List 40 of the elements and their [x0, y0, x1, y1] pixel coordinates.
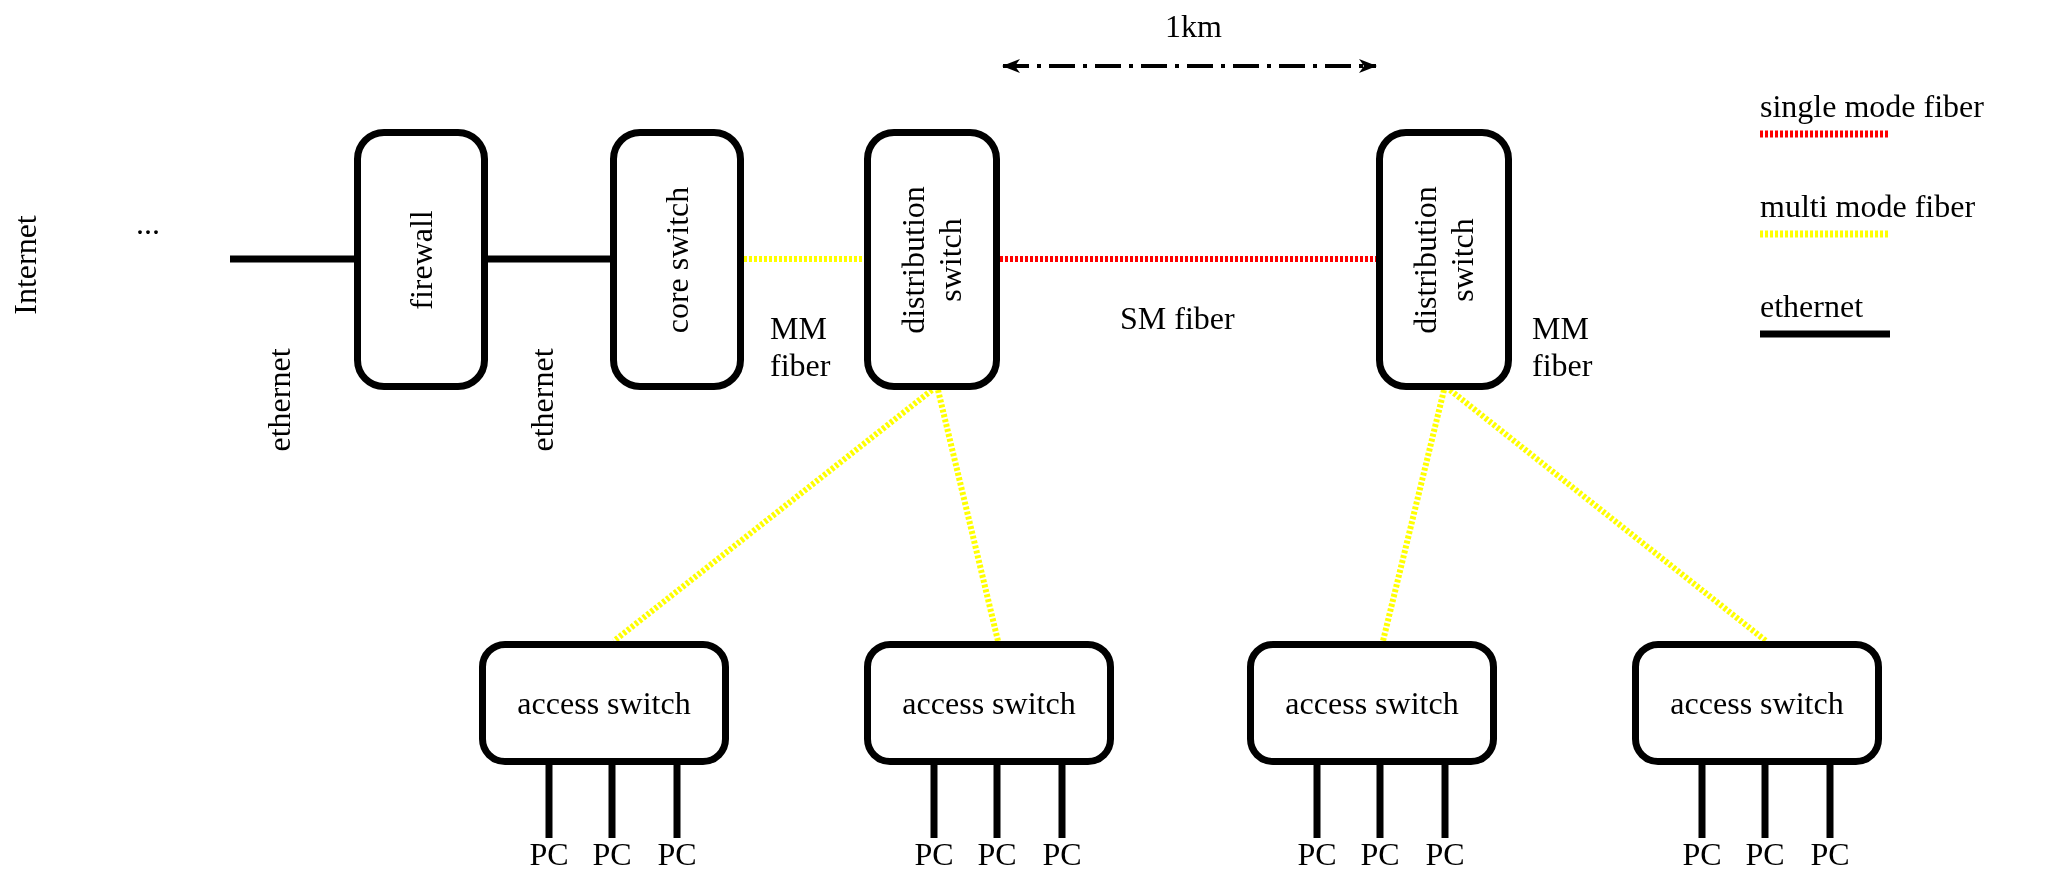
computer-label: PC — [1741, 838, 1789, 870]
computer-label: PC — [1806, 838, 1854, 870]
computer-label: PC — [653, 838, 701, 870]
text-label: 1km — [1165, 8, 1222, 45]
device-box — [354, 129, 488, 390]
connector-line — [744, 256, 864, 262]
text-label: ... — [136, 205, 160, 242]
text-label: ethernet — [524, 348, 560, 452]
connector-line — [488, 255, 610, 263]
legend-text: single mode fiber — [1760, 90, 1984, 122]
computer-label: PC — [1678, 838, 1726, 870]
switch-box: access switch — [479, 641, 729, 765]
legend-text: multi mode fiber — [1760, 190, 1976, 222]
computer-label: PC — [1293, 838, 1341, 870]
switch-box: access switch — [1632, 641, 1882, 765]
computer-label: PC — [1038, 838, 1086, 870]
connector-line — [1380, 389, 1447, 642]
device-label: distribution switch — [895, 185, 968, 334]
device-label: core switch — [658, 186, 695, 333]
computer-label: PC — [910, 838, 958, 870]
computer-label: PC — [1356, 838, 1404, 870]
text-label: Internet — [7, 215, 43, 315]
computer-label: PC — [588, 838, 636, 870]
text-label: MM fiber — [1532, 310, 1594, 384]
computer-label: PC — [1421, 838, 1469, 870]
connector-line — [935, 389, 1001, 642]
text-label: SM fiber — [1120, 300, 1235, 337]
computer-label: PC — [525, 838, 573, 870]
switch-box: access switch — [864, 641, 1114, 765]
device-label: firewall — [402, 209, 439, 310]
text-label: MM fiber — [770, 310, 832, 384]
computer-label: PC — [973, 838, 1021, 870]
device-box — [1376, 129, 1512, 390]
device-label: distribution switch — [1407, 185, 1480, 334]
connector-line — [1000, 256, 1376, 262]
device-box — [610, 129, 744, 390]
legend-text: ethernet — [1760, 290, 1865, 322]
text-label: ethernet — [261, 348, 297, 452]
switch-box: access switch — [1247, 641, 1497, 765]
device-box — [864, 129, 1000, 390]
